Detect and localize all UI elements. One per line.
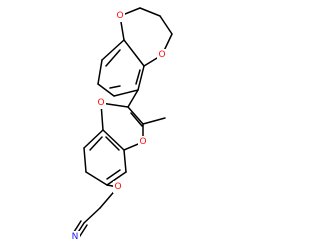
dioxepine-oxygen-bottom-label: O: [158, 50, 165, 60]
bond-c6-c5: [83, 147, 87, 173]
bond-aryl: [123, 39, 145, 67]
bond-ch2-ch2: [139, 7, 161, 17]
bond-inner: [106, 169, 121, 180]
structure-canvas: O O O O O N: [70, 7, 173, 243]
label-backdrop: [138, 136, 148, 148]
bond-c5-c4a: [83, 129, 104, 149]
bond-c8-c7: [106, 171, 127, 186]
bond-ch2-cn: [83, 207, 101, 224]
bond-methyl: [142, 117, 166, 125]
nitrile-nitrogen-label: N: [72, 232, 79, 242]
label-backdrop: [157, 49, 167, 61]
dioxepine-oxygen-top-label: O: [116, 11, 123, 21]
bond-c8a-c8: [123, 149, 127, 173]
bond-aryl: [97, 59, 103, 85]
label-backdrop: [70, 231, 80, 243]
bond-inner: [105, 136, 120, 151]
bond-aryl-inner: [105, 49, 121, 67]
atom-label-layer: O O O O O N: [70, 10, 167, 243]
bond-inner: [89, 136, 103, 151]
label-backdrop: [115, 10, 125, 22]
molecule-structure-diagram: O O O O O N: [70, 7, 173, 243]
bond-aryl: [137, 65, 145, 91]
bond-aryl-inner: [135, 69, 141, 85]
bond-ch2-ch2: [159, 15, 173, 35]
bond-c4a-c8a: [102, 129, 125, 151]
label-backdrop: [113, 181, 123, 193]
bond-aryl: [97, 83, 115, 97]
bond-c3-c2: [127, 106, 144, 125]
bond-layer: [71, 7, 173, 240]
ether-oxygen-label: O: [114, 182, 121, 192]
bond-c3-c2-double: [130, 112, 143, 127]
bond-aryl-c3: [127, 89, 139, 108]
bond-c7-c6: [85, 171, 108, 186]
bond-aryl: [113, 89, 139, 97]
bond-aryl-inner: [109, 85, 121, 89]
carbonyl-oxygen-label: O: [97, 98, 104, 108]
label-backdrop: [96, 97, 106, 109]
bond-aryl: [101, 39, 125, 61]
pyran-ring-oxygen-label: O: [139, 137, 146, 147]
